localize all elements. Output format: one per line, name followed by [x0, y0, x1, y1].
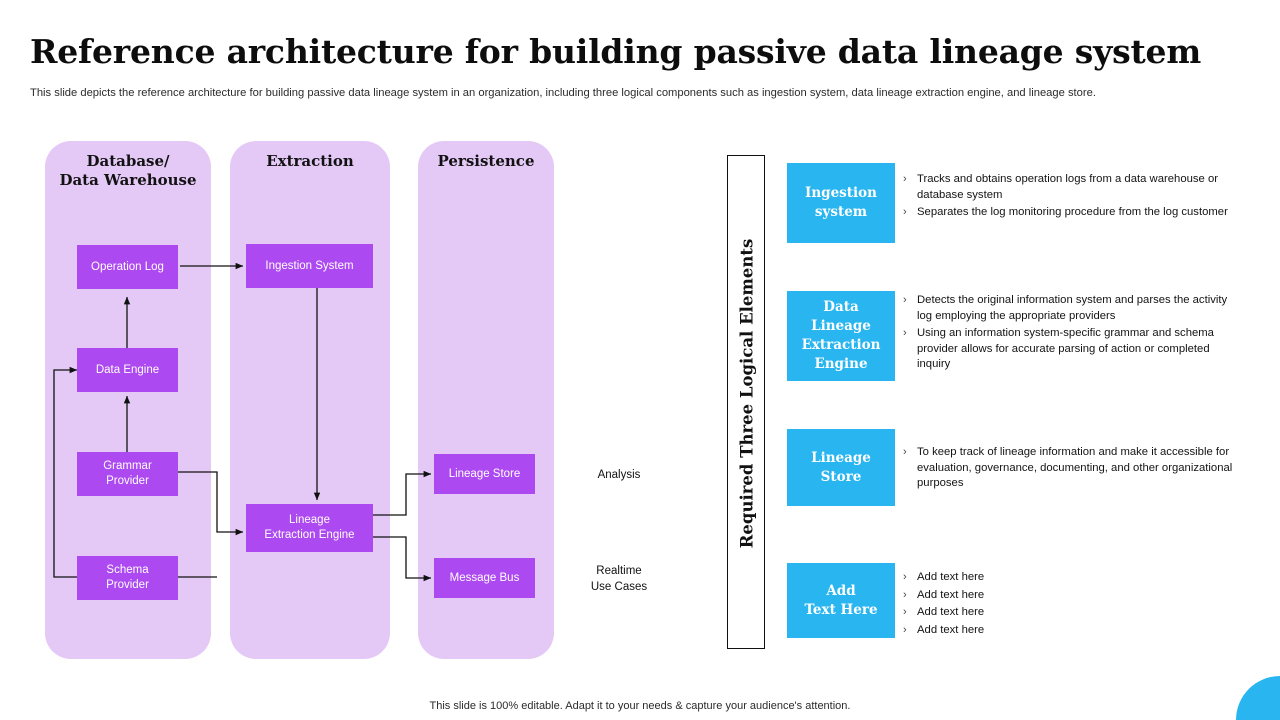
blue-box-ingestion-system-line2: system — [814, 204, 868, 220]
list-item: › To keep track of lineage information a… — [903, 445, 1233, 492]
chevron-right-icon: › — [903, 294, 907, 306]
blue-box-ingestion-system[interactable]: Ingestion system — [787, 163, 895, 243]
blue-box-ingestion-system-line1: Ingestion — [805, 185, 877, 201]
chevron-right-icon: › — [903, 571, 907, 583]
list-item: › Add text here — [903, 605, 1233, 621]
bullet-text: Add text here — [917, 588, 985, 601]
column-title-database-line2: Data Warehouse — [59, 171, 197, 189]
node-grammar-provider-label-line1: Grammar — [103, 460, 152, 472]
node-message-bus[interactable]: Message Bus — [434, 558, 535, 598]
list-item: › Add text here — [903, 570, 1233, 586]
chevron-right-icon: › — [903, 173, 907, 185]
blue-box-data-lineage-extraction-engine[interactable]: Data Lineage Extraction Engine — [787, 291, 895, 381]
node-grammar-provider-label-line2: Provider — [106, 475, 149, 487]
list-item: › Detects the original information syste… — [903, 293, 1233, 324]
blue-box-data-lineage-line3: Extraction — [801, 337, 881, 353]
blue-box-add-text-here-line2: Text Here — [804, 601, 878, 618]
node-ingestion-system-label: Ingestion System — [265, 259, 354, 272]
output-realtime-label-line2: Use Cases — [590, 581, 648, 593]
output-analysis-label: Analysis — [597, 469, 641, 481]
corner-decoration — [1236, 676, 1280, 720]
node-data-engine[interactable]: Data Engine — [77, 348, 178, 392]
required-three-logical-elements-label: Required Three Logical Elements — [737, 238, 757, 549]
node-lineage-store-label: Lineage Store — [448, 467, 521, 480]
output-realtime-label-line1: Realtime — [596, 565, 642, 577]
blue-box-data-lineage-line1: Data — [823, 299, 859, 315]
node-schema-provider-label-line2: Provider — [106, 579, 149, 591]
bullets-lineage-store: › To keep track of lineage information a… — [903, 445, 1233, 494]
node-ingestion-system[interactable]: Ingestion System — [246, 244, 373, 288]
bullet-text: Add text here — [917, 606, 985, 618]
blue-box-lineage-store-line1: Lineage — [811, 449, 871, 466]
page-title: Reference architecture for building pass… — [30, 32, 1202, 71]
column-title-database: Database/ Data Warehouse — [45, 152, 211, 190]
page-subtitle: This slide depicts the reference archite… — [30, 87, 1096, 99]
column-extraction: Extraction — [230, 141, 390, 659]
column-title-persistence-line1: Persistence — [437, 152, 535, 170]
column-title-database-line1: Database/ — [86, 152, 170, 170]
column-title-persistence: Persistence — [418, 152, 554, 171]
list-item: › Add text here — [903, 588, 1233, 604]
node-grammar-provider[interactable]: Grammar Provider — [77, 452, 178, 496]
list-item: › Tracks and obtains operation logs from… — [903, 172, 1233, 203]
blue-box-lineage-store[interactable]: Lineage Store — [787, 429, 895, 506]
output-analysis: Analysis — [570, 467, 668, 483]
chevron-right-icon: › — [903, 327, 907, 339]
bullet-text: Detects the original information system … — [917, 294, 1228, 322]
chevron-right-icon: › — [903, 623, 907, 636]
footer-note: This slide is 100% editable. Adapt it to… — [429, 700, 851, 712]
node-operation-log-label: Operation Log — [91, 260, 164, 273]
node-lineage-store[interactable]: Lineage Store — [434, 454, 535, 494]
node-lineage-extraction-engine-label-line2: Extraction Engine — [264, 529, 355, 541]
list-item: › Add text here — [903, 623, 1233, 639]
node-schema-provider[interactable]: Schema Provider — [77, 556, 178, 600]
column-title-extraction: Extraction — [230, 152, 390, 171]
bullet-text: Tracks and obtains operation logs from a… — [917, 173, 1219, 201]
bullet-text: Add text here — [917, 571, 985, 583]
bullet-text: Separates the log monitoring procedure f… — [917, 206, 1228, 218]
required-three-logical-elements-band: Required Three Logical Elements — [727, 155, 765, 649]
node-operation-log[interactable]: Operation Log — [77, 245, 178, 289]
list-item: › Using an information system-specific g… — [903, 326, 1233, 373]
chevron-right-icon: › — [903, 446, 907, 458]
list-item: › Separates the log monitoring procedure… — [903, 205, 1233, 221]
chevron-right-icon: › — [903, 206, 907, 218]
bullet-text: To keep track of lineage information and… — [917, 446, 1233, 489]
chevron-right-icon: › — [903, 588, 907, 601]
bullets-add-text-here: › Add text here › Add text here › Add te… — [903, 570, 1233, 640]
bullets-data-lineage-extraction-engine: › Detects the original information syste… — [903, 293, 1233, 375]
chevron-right-icon: › — [903, 606, 907, 618]
blue-box-data-lineage-line4: Engine — [814, 356, 868, 372]
node-lineage-extraction-engine[interactable]: Lineage Extraction Engine — [246, 504, 373, 552]
bullets-ingestion-system: › Tracks and obtains operation logs from… — [903, 172, 1233, 223]
node-data-engine-label: Data Engine — [95, 363, 160, 376]
node-schema-provider-label-line1: Schema — [106, 564, 149, 576]
output-realtime-use-cases: Realtime Use Cases — [570, 563, 668, 595]
node-lineage-extraction-engine-label-line1: Lineage — [289, 514, 330, 526]
blue-box-lineage-store-line2: Store — [820, 468, 862, 485]
bullet-text: Add text here — [917, 623, 985, 636]
column-title-extraction-line1: Extraction — [266, 152, 354, 170]
node-message-bus-label: Message Bus — [449, 571, 520, 584]
blue-box-data-lineage-line2: Lineage — [811, 318, 871, 334]
blue-box-add-text-here[interactable]: Add Text Here — [787, 563, 895, 638]
bullet-text: Using an information system-specific gra… — [917, 327, 1214, 370]
blue-box-add-text-here-line1: Add — [826, 582, 856, 599]
